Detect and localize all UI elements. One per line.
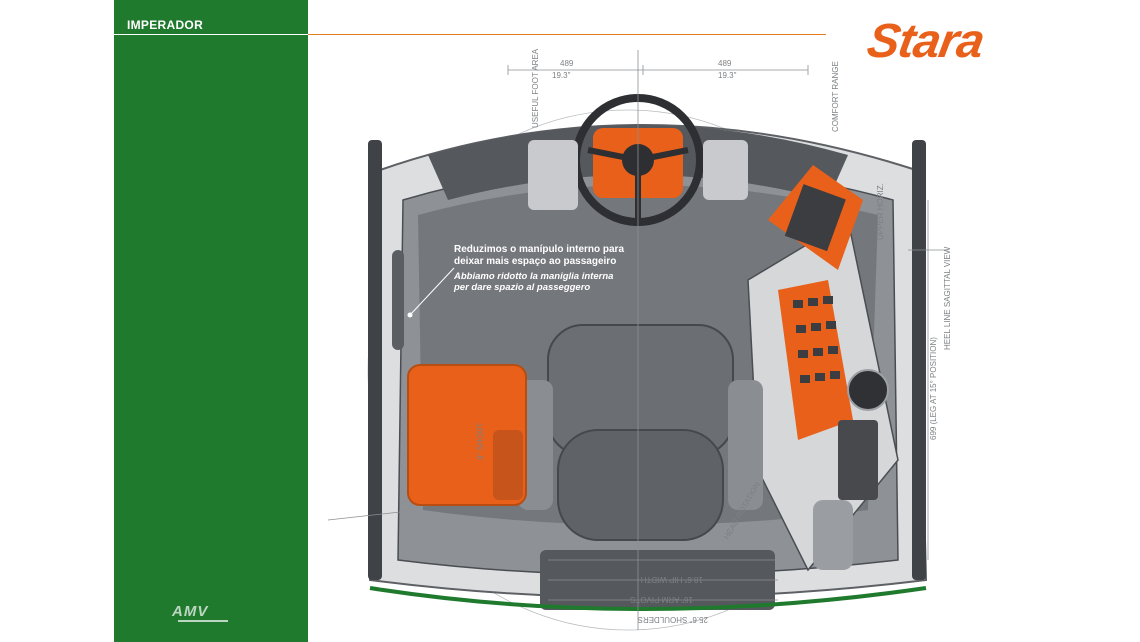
left-margin bbox=[0, 0, 114, 642]
cabin-topview-drawing: 489 19.3" 489 19.3" USEFUL FOOT AREA COM… bbox=[327, 48, 952, 631]
label-heel-line: HEEL LINE SAGITTAL VIEW bbox=[943, 246, 952, 350]
callout-portuguese: Reduzimos o manípulo interno para deixar… bbox=[454, 244, 625, 267]
callout-box: Reduzimos o manípulo interno para deixar… bbox=[454, 244, 629, 293]
header-rule-sidebar bbox=[114, 34, 308, 35]
label-comfort-range: COMFORT RANGE bbox=[831, 61, 840, 132]
header-rule bbox=[114, 34, 826, 35]
green-sidebar bbox=[114, 0, 308, 642]
left-door-post bbox=[368, 140, 382, 580]
operator-seat bbox=[518, 324, 763, 541]
label-useful-foot-area: USEFUL FOOT AREA bbox=[531, 48, 540, 128]
passenger-seat bbox=[407, 364, 527, 506]
dim-489-right: 489 bbox=[718, 59, 732, 68]
page-title: IMPERADOR bbox=[127, 18, 204, 32]
dim-489-left: 489 bbox=[560, 59, 574, 68]
label-shoulders: 25.6" SHOULDERS bbox=[638, 615, 708, 624]
label-heel-line-pos: 699 (LEG AT 15° POSITION) bbox=[929, 337, 938, 440]
amv-logo: AMV bbox=[172, 603, 209, 620]
label-upper-horiz: UPPER HORIZ. bbox=[876, 183, 885, 240]
label-seat-short: 9" SHORT bbox=[476, 423, 485, 460]
inner-handle bbox=[392, 250, 404, 350]
label-arm-pivots: 16" ARM PIVOTS bbox=[630, 595, 693, 604]
amv-logo-underline bbox=[178, 620, 228, 622]
callout-italian: Abbiamo ridotto la maniglia interna per … bbox=[454, 271, 614, 293]
label-hip-width: 18.6" HIP WIDTH bbox=[641, 575, 703, 584]
right-door-post bbox=[912, 140, 926, 580]
dim-19-3-right: 19.3" bbox=[718, 71, 737, 80]
dim-19-3-left: 19.3" bbox=[552, 71, 571, 80]
right-console bbox=[747, 165, 899, 572]
